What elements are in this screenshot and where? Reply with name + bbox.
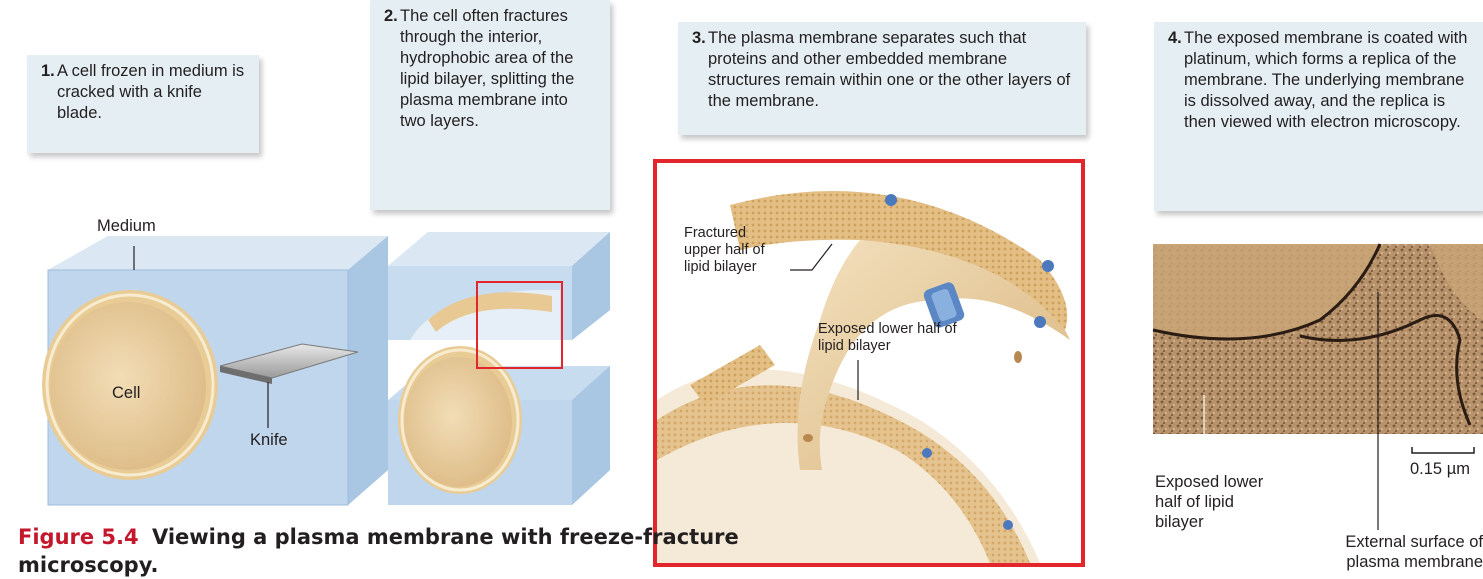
external-surface-label: External surface of plasma membrane [1302,532,1483,572]
scale-bar-label: 0.15 µm [1410,459,1470,479]
figure-number: Figure 5.4 [18,525,139,549]
fractured-block-top [388,232,610,340]
figure-caption: Figure 5.4 Viewing a plasma membrane wit… [18,523,778,579]
micrograph [1153,244,1483,434]
knife-label: Knife [250,430,288,450]
cell-label: Cell [112,383,140,403]
medium-label: Medium [97,216,156,236]
scale-bar [1412,447,1474,453]
exposed-lower-inset-label: Exposed lower half of lipid bilayer [818,321,968,355]
exposed-lower-micro-label: Exposed lower half of lipid bilayer [1155,472,1265,532]
fractured-upper-label: Fractured upper half of lipid bilayer [684,225,784,276]
